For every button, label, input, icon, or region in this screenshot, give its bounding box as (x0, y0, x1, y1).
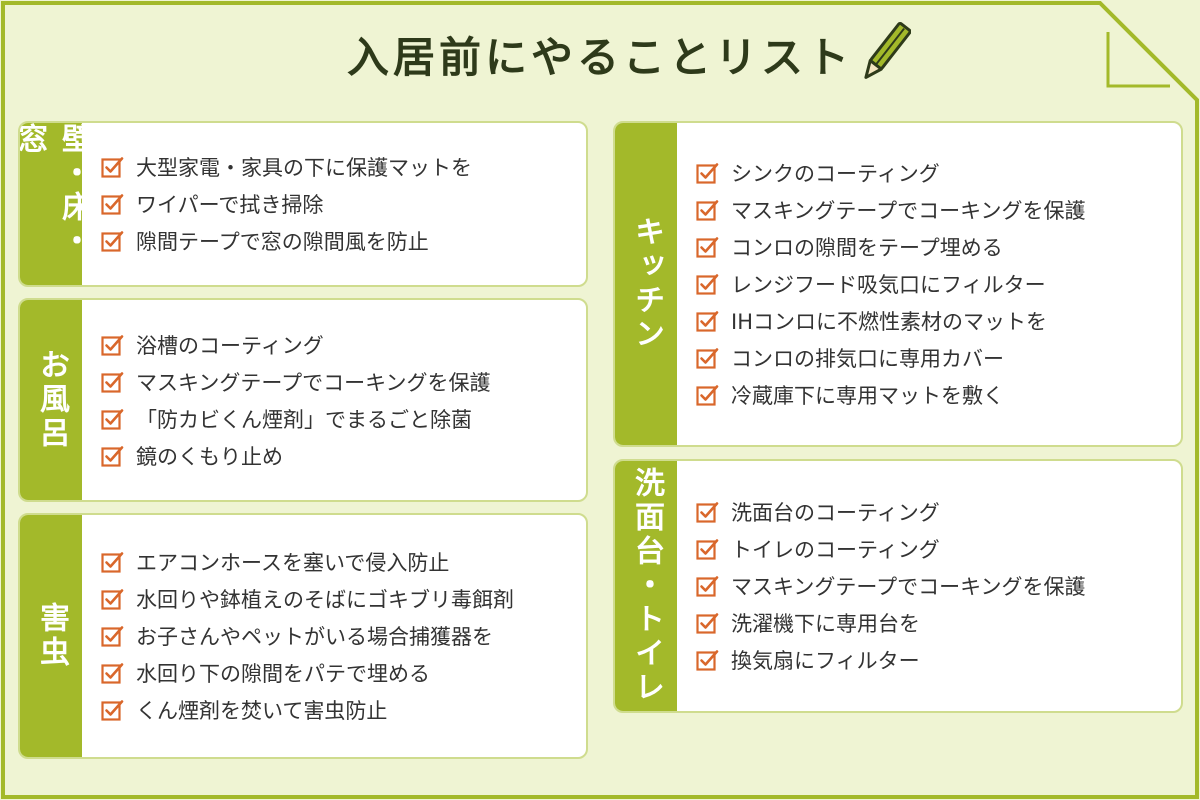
checklist-item: シンクのコーティング (695, 155, 1171, 192)
checklist-item-text: くん煙剤を焚いて害虫防止 (136, 699, 388, 723)
checklist-item-text: エアコンホースを塞いで侵入防止 (136, 551, 450, 575)
checkbox-check-icon (101, 157, 124, 178)
checklist-item: コンロの排気口に専用カバー (695, 340, 1171, 377)
checklist-item-text: お子さんやペットがいる場合捕獲器を (136, 625, 493, 649)
section-bath: お風呂 浴槽のコーティングマスキングテープでコーキングを保護「防カビくん煙剤」で… (18, 298, 588, 502)
checkbox-check-icon (101, 552, 124, 573)
item-list: エアコンホースを塞いで侵入防止水回りや鉢植えのそばにゴキブリ毒餌剤お子さんやペッ… (100, 515, 576, 757)
checklist-item-text: マスキングテープでコーキングを保護 (731, 575, 1086, 599)
checklist-item-text: 浴槽のコーティング (136, 333, 324, 358)
checklist-item-text: シンクのコーティング (731, 162, 940, 186)
item-list: シンクのコーティングマスキングテープでコーキングを保護コンロの隙間をテープ埋める… (695, 123, 1171, 445)
section-label: 壁・床・窓 (18, 123, 91, 259)
checkbox-check-icon (696, 274, 719, 295)
checkbox-check-icon (101, 408, 124, 430)
checklist-item-text: マスキングテープでコーキングを保護 (731, 199, 1086, 223)
checkbox-check-icon (696, 200, 719, 221)
checkbox-check-icon (696, 311, 719, 332)
checklist-item: 鏡のくもり止め (100, 437, 576, 474)
checklist-item-text: マスキングテープでコーキングを保護 (136, 370, 491, 395)
checkbox-check-icon (101, 231, 124, 252)
checkbox-check-icon (696, 163, 719, 184)
item-list: 洗面台のコーティングトイレのコーティングマスキングテープでコーキングを保護洗濯機… (695, 461, 1171, 711)
page-title-text: 入居前にやることリスト (346, 33, 853, 82)
section-tab: 壁・床・窓 (20, 123, 91, 285)
checkbox-check-icon (101, 663, 124, 684)
section-label: 害虫 (34, 602, 69, 670)
checklist-item: レンジフード吸気口にフィルター (695, 266, 1171, 303)
section-washroom-toilet: 洗面台・トイレ 洗面台のコーティングトイレのコーティングマスキングテープでコーキ… (613, 459, 1183, 713)
section-pest: 害虫 エアコンホースを塞いで侵入防止水回りや鉢植えのそばにゴキブリ毒餌剤お子さん… (18, 513, 588, 759)
checklist-item-text: コンロの隙間をテープ埋める (731, 236, 1003, 260)
page-title: 入居前にやることリスト (0, 21, 1200, 85)
checkbox-check-icon (101, 194, 124, 215)
checklist-item: 洗面台のコーティング (695, 494, 1171, 531)
section-label: お風呂 (34, 349, 69, 451)
checkbox-check-icon (696, 576, 719, 597)
checklist-item: 水回り下の隙間をパテで埋める (100, 655, 576, 692)
checklist-item: 浴槽のコーティング (100, 326, 576, 363)
checklist-item: 換気扇にフィルター (695, 642, 1171, 679)
checklist-item: 隙間テープで窓の隙間風を防止 (100, 223, 576, 260)
checklist-item-text: コンロの排気口に専用カバー (731, 347, 1004, 371)
item-list: 大型家電・家具の下に保護マットをワイパーで拭き掃除隙間テープで窓の隙間風を防止 (100, 123, 576, 285)
section-tab: 洗面台・トイレ (615, 461, 677, 711)
checkbox-check-icon (101, 589, 124, 610)
checklist-item: 「防カビくん煙剤」でまるごと除菌 (100, 400, 576, 437)
checklist-item-text: 換気扇にフィルター (731, 649, 920, 673)
checklist-item: マスキングテープでコーキングを保護 (695, 568, 1171, 605)
checkbox-check-icon (696, 613, 719, 634)
section-label: 洗面台・トイレ (629, 467, 664, 705)
checkbox-check-icon (696, 502, 719, 523)
checklist-item-text: 水回りや鉢植えのそばにゴキブリ毒餌剤 (136, 588, 514, 612)
section-tab: キッチン (615, 123, 677, 445)
checklist-item: マスキングテープでコーキングを保護 (695, 192, 1171, 229)
checkbox-check-icon (696, 539, 719, 560)
checklist-item: トイレのコーティング (695, 531, 1171, 568)
section-label: キッチン (629, 216, 664, 352)
checklist-item: くん煙剤を焚いて害虫防止 (100, 692, 576, 729)
checklist-item: マスキングテープでコーキングを保護 (100, 363, 576, 400)
checklist-item: コンロの隙間をテープ埋める (695, 229, 1171, 266)
checkbox-check-icon (101, 700, 124, 721)
checklist-item: お子さんやペットがいる場合捕獲器を (100, 618, 576, 655)
checklist-item-text: IHコンロに不燃性素材のマットを (731, 310, 1047, 334)
checklist-item-text: 大型家電・家具の下に保護マットを (136, 156, 472, 180)
checklist-item-text: ワイパーで拭き掃除 (136, 193, 324, 217)
checkbox-check-icon (696, 385, 719, 406)
item-list: 浴槽のコーティングマスキングテープでコーキングを保護「防カビくん煙剤」でまるごと… (100, 300, 576, 500)
section-wall-floor-window: 壁・床・窓 大型家電・家具の下に保護マットをワイパーで拭き掃除隙間テープで窓の隙… (18, 121, 588, 287)
checkbox-check-icon (101, 371, 124, 393)
checklist-item: ワイパーで拭き掃除 (100, 186, 576, 223)
checklist-item-text: レンジフード吸気口にフィルター (731, 273, 1046, 297)
checkbox-check-icon (101, 626, 124, 647)
checklist-item-text: 洗濯機下に専用台を (731, 612, 920, 636)
checklist-item-text: 「防カビくん煙剤」でまるごと除菌 (136, 407, 472, 432)
checkbox-check-icon (696, 650, 719, 671)
checklist-item: 洗濯機下に専用台を (695, 605, 1171, 642)
checklist-item: IHコンロに不燃性素材のマットを (695, 303, 1171, 340)
pencil-icon (864, 21, 911, 79)
checklist-item-text: 冷蔵庫下に専用マットを敷く (731, 384, 1004, 408)
checklist-item-text: 隙間テープで窓の隙間風を防止 (136, 230, 429, 254)
checklist-item: 水回りや鉢植えのそばにゴキブリ毒餌剤 (100, 581, 576, 618)
checklist-item: 冷蔵庫下に専用マットを敷く (695, 377, 1171, 414)
checklist-item: エアコンホースを塞いで侵入防止 (100, 544, 576, 581)
checklist-item-text: 鏡のくもり止め (136, 444, 283, 469)
section-tab: お風呂 (20, 300, 82, 500)
checkbox-check-icon (101, 445, 124, 467)
checklist-item: 大型家電・家具の下に保護マットを (100, 149, 576, 186)
section-tab: 害虫 (20, 515, 82, 757)
section-kitchen: キッチン シンクのコーティングマスキングテープでコーキングを保護コンロの隙間をテ… (613, 121, 1183, 447)
checklist-item-text: 水回り下の隙間をパテで埋める (136, 662, 430, 686)
checklist-item-text: トイレのコーティング (731, 538, 940, 562)
checklist-item-text: 洗面台のコーティング (731, 501, 940, 525)
checkbox-check-icon (696, 237, 719, 258)
checkbox-check-icon (696, 348, 719, 369)
checkbox-check-icon (101, 334, 124, 356)
